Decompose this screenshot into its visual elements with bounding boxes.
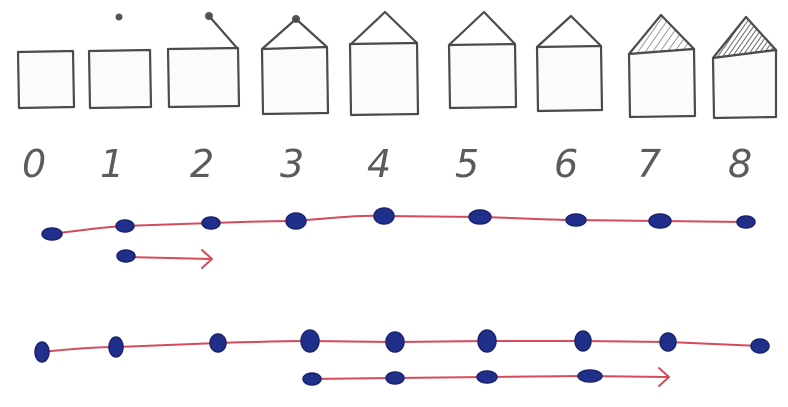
stage-1-apex-dot (116, 14, 123, 21)
stage-7-house (629, 15, 695, 117)
stage-6-box (537, 46, 602, 111)
stage-8-house (713, 17, 776, 118)
timeline-2-node-1 (109, 337, 123, 357)
timeline-1-node-2 (202, 217, 220, 229)
stage-0-box (18, 51, 74, 108)
timeline-1-node-3 (286, 213, 306, 229)
stage-5-house (449, 12, 516, 108)
stage-2-box (168, 48, 239, 107)
timeline-2-branch-node-3 (578, 370, 602, 382)
stage-5-roof (449, 12, 515, 45)
stage-1-house (89, 14, 151, 109)
stage-7-box (629, 49, 695, 117)
timeline-2-node-3 (301, 330, 319, 352)
stage-2-house (168, 12, 239, 107)
stage-4-roof (351, 12, 417, 44)
stage-4-house (350, 12, 418, 115)
stage-label-1: 1 (100, 142, 124, 186)
timeline-2-branch (303, 368, 669, 386)
stage-6-house (537, 16, 602, 111)
timeline-1-branch (117, 250, 212, 268)
stage-2-roof-line (209, 16, 237, 48)
stage-4-box (350, 43, 418, 115)
stage-5-box (449, 44, 516, 108)
stage-3-box (262, 47, 328, 114)
stage-label-6: 6 (554, 142, 578, 186)
timeline-1-line (48, 216, 746, 234)
timeline-2 (35, 330, 769, 362)
stage-label-4: 4 (367, 142, 391, 186)
stage-label-7: 7 (637, 142, 661, 186)
timeline-2-node-7 (660, 333, 676, 351)
timeline-2-node-8 (751, 339, 769, 353)
stage-3-house (262, 15, 328, 114)
timeline-1-node-5 (469, 210, 491, 224)
stage-label-0: 0 (22, 142, 46, 186)
timeline-1-node-8 (737, 216, 755, 228)
timeline-2-node-4 (386, 332, 404, 352)
timeline-1-node-7 (649, 214, 671, 228)
timeline-2-branch-node-2 (477, 371, 497, 383)
stage-label-2: 2 (190, 142, 214, 186)
timeline-2-branch-node-1 (386, 372, 404, 384)
stage-6-roof (537, 16, 601, 47)
stage-label-3: 3 (280, 142, 304, 186)
timeline-2-branch-node-0 (303, 373, 321, 385)
timeline-1-node-1 (116, 220, 134, 232)
stage-8-box (713, 50, 776, 118)
timeline-2-node-6 (575, 331, 591, 351)
timeline-1-node-4 (374, 208, 394, 224)
timeline-1 (42, 208, 755, 240)
stage-0-house (18, 51, 74, 108)
timeline-1-node-6 (566, 214, 586, 226)
stage-7-roof-hatched (629, 15, 694, 54)
timeline-1-branch-node (117, 250, 135, 262)
stage-3-roof (262, 19, 327, 49)
stage-label-8: 8 (728, 142, 752, 186)
timeline-1-node-0 (42, 228, 62, 240)
stage-label-5: 5 (455, 142, 479, 186)
timeline-2-node-2 (210, 334, 226, 352)
timeline-1-branch-line (125, 257, 211, 259)
timeline-2-node-0 (35, 342, 49, 362)
stage-1-box (89, 50, 151, 108)
timeline-2-node-5 (478, 330, 496, 352)
